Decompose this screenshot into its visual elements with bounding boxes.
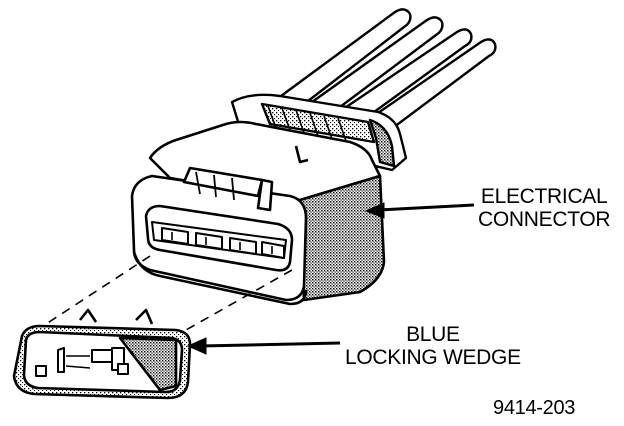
wire-3 xyxy=(328,28,473,130)
electrical-connector-label-line2: CONNECTOR xyxy=(478,208,611,231)
blue-locking-wedge xyxy=(12,308,192,400)
locking-wedge-label: BLUE LOCKING WEDGE xyxy=(345,323,521,369)
wire-1 xyxy=(260,8,412,120)
wire-bundle xyxy=(260,8,497,138)
connector-leader-arrow xyxy=(364,202,475,219)
wire-2 xyxy=(296,16,444,124)
electrical-connector xyxy=(130,120,386,306)
alignment-lines xyxy=(39,255,293,331)
electrical-connector-label: ELECTRICAL CONNECTOR xyxy=(478,185,611,231)
wedge-leader-arrow xyxy=(186,337,341,355)
figure-number: 9414-203 xyxy=(493,397,576,419)
locking-wedge-label-line1: BLUE xyxy=(406,323,460,346)
wire-4 xyxy=(360,38,497,138)
electrical-connector-label-line1: ELECTRICAL xyxy=(480,185,608,208)
locking-wedge-label-line2: LOCKING WEDGE xyxy=(345,346,521,369)
